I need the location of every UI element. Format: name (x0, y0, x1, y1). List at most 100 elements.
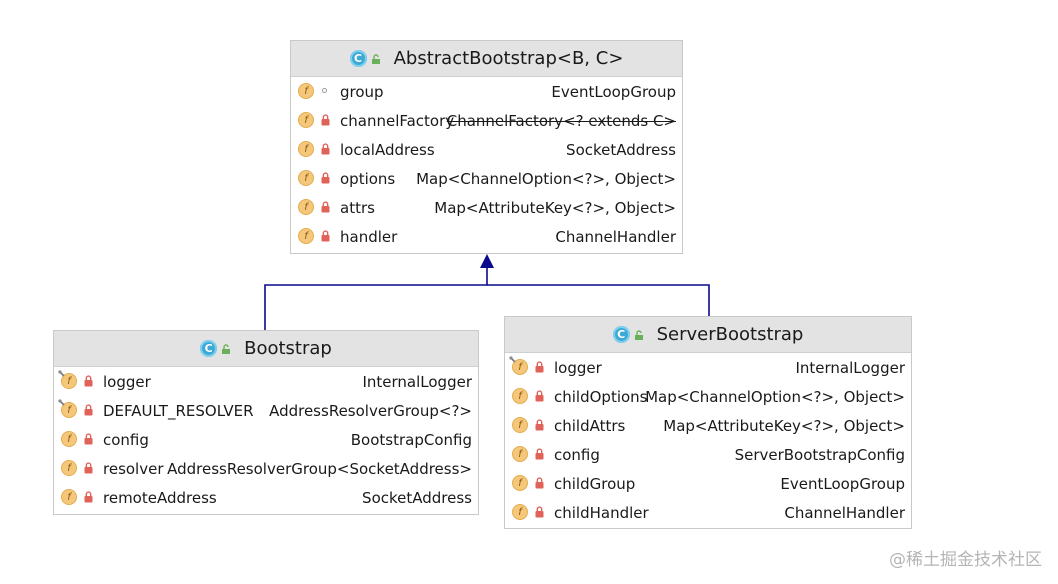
field-type: SocketAddress (362, 488, 472, 507)
field-name: remoteAddress (103, 488, 217, 507)
field-row[interactable]: f localAddress SocketAddress (291, 135, 682, 164)
field-name: childAttrs (554, 416, 626, 435)
field-name: options (340, 169, 396, 188)
field-icon: f (512, 446, 528, 462)
class-icon: C (349, 50, 367, 67)
field-name: localAddress (340, 140, 435, 159)
field-name: resolver (103, 459, 164, 478)
private-lock-icon (321, 114, 330, 126)
inheritance-arrowhead (480, 254, 494, 268)
private-lock-icon (84, 491, 93, 503)
field-name: childGroup (554, 474, 636, 493)
static-pin-icon (58, 370, 65, 377)
field-type: Map<AttributeKey<?>, Object> (663, 416, 905, 435)
private-lock-icon (535, 390, 544, 402)
field-icon: f (512, 504, 528, 520)
package-visibility-icon (322, 88, 327, 93)
field-name: childOptions (554, 387, 648, 406)
field-icon: f (298, 83, 314, 99)
field-type: Map<AttributeKey<?>, Object> (434, 198, 676, 217)
class-header: C Bootstrap (54, 331, 478, 367)
field-icon: f (512, 388, 528, 404)
class-icon: C (200, 340, 218, 357)
private-lock-icon (321, 201, 330, 213)
public-visibility-icon (222, 343, 231, 354)
field-name: config (554, 445, 600, 464)
field-row[interactable]: f remoteAddress SocketAddress (54, 483, 478, 512)
field-icon: f (61, 402, 77, 418)
field-name: config (103, 430, 149, 449)
field-icon: f (512, 475, 528, 491)
private-lock-icon (321, 230, 330, 242)
public-visibility-icon (371, 53, 380, 64)
class-abstract-bootstrap[interactable]: C AbstractBootstrap<B, C> f group EventLoo… (290, 40, 683, 254)
field-type: Map<ChannelOption<?>, Object> (645, 387, 905, 406)
private-lock-icon (535, 477, 544, 489)
field-icon: f (61, 460, 77, 476)
field-icon: f (298, 112, 314, 128)
field-name: group (340, 82, 384, 101)
field-type: Map<ChannelOption<?>, Object> (416, 169, 676, 188)
class-header: C AbstractBootstrap<B, C> (291, 41, 682, 77)
field-name: logger (554, 358, 602, 377)
private-lock-icon (84, 404, 93, 416)
class-header: C ServerBootstrap (505, 317, 911, 353)
private-lock-icon (84, 462, 93, 474)
class-name: AbstractBootstrap<B, C> (393, 48, 624, 69)
field-row[interactable]: f options Map<ChannelOption<?>, Object> (291, 164, 682, 193)
server-bootstrap-connector (487, 284, 710, 316)
field-icon: f (512, 417, 528, 433)
field-name: handler (340, 227, 398, 246)
private-lock-icon (84, 375, 93, 387)
field-type: EventLoopGroup (551, 82, 676, 101)
field-type: ChannelFactory<? extends C> (446, 111, 676, 130)
field-row[interactable]: f childAttrs Map<AttributeKey<?>, Object> (505, 411, 911, 440)
field-row[interactable]: f group EventLoopGroup (291, 77, 682, 106)
field-type: InternalLogger (362, 372, 472, 391)
field-icon: f (61, 373, 77, 389)
private-lock-icon (84, 433, 93, 445)
field-type: InternalLogger (795, 358, 905, 377)
private-lock-icon (321, 172, 330, 184)
field-icon: f (512, 359, 528, 375)
private-lock-icon (535, 361, 544, 373)
private-lock-icon (535, 448, 544, 460)
field-row[interactable]: f logger InternalLogger (54, 367, 478, 396)
field-row[interactable]: f logger InternalLogger (505, 353, 911, 382)
static-pin-icon (58, 399, 65, 406)
field-icon: f (61, 489, 77, 505)
field-icon: f (298, 141, 314, 157)
field-name: channelFactory (340, 111, 455, 130)
field-type: AddressResolverGroup<SocketAddress> (167, 459, 472, 478)
public-visibility-icon (634, 329, 643, 340)
private-lock-icon (321, 143, 330, 155)
class-name: ServerBootstrap (656, 324, 804, 345)
field-type: SocketAddress (566, 140, 676, 159)
static-pin-icon (509, 356, 516, 363)
bootstrap-connector (264, 265, 488, 330)
watermark: @稀土掘金技术社区 (889, 550, 1042, 570)
field-icon: f (298, 170, 314, 186)
field-type: BootstrapConfig (350, 430, 472, 449)
field-type: ChannelHandler (555, 227, 676, 246)
field-name: logger (103, 372, 151, 391)
private-lock-icon (535, 419, 544, 431)
class-icon: C (612, 326, 630, 343)
private-lock-icon (535, 506, 544, 518)
field-type: ChannelHandler (784, 503, 905, 522)
